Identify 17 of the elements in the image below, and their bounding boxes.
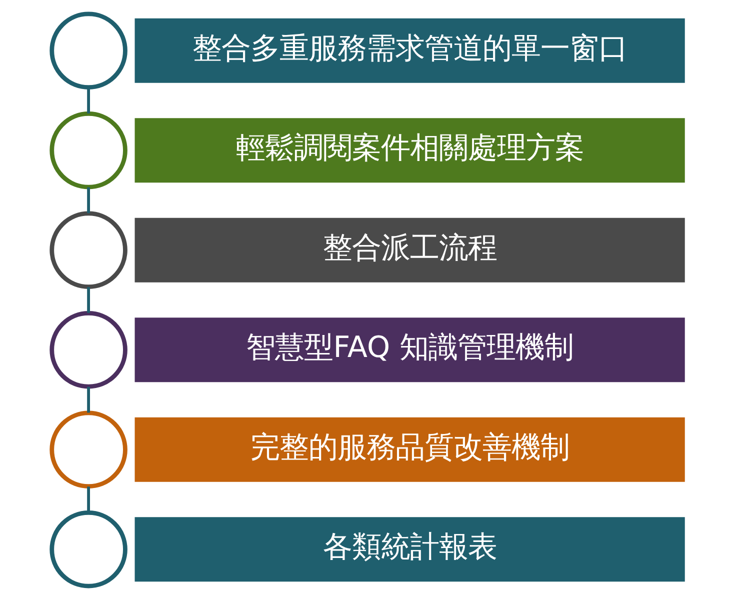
node-circle (50, 12, 128, 90)
connector (87, 88, 90, 114)
connector (87, 187, 90, 214)
node-circle (50, 510, 128, 588)
connector (87, 486, 90, 512)
node-circle (50, 112, 128, 190)
node-box: 整合派工流程 (134, 218, 685, 282)
node-box: 智慧型FAQ 知識管理機制 (134, 318, 685, 382)
node-circle (50, 410, 128, 488)
node-circle (50, 211, 128, 289)
connector (87, 287, 90, 313)
node-box: 各類統計報表 (134, 517, 685, 582)
node-box: 完整的服務品質改善機制 (134, 417, 685, 482)
connector (87, 386, 90, 413)
node-circle (50, 311, 128, 389)
node-box: 整合多重服務需求管道的單一窗口 (134, 18, 685, 83)
node-box: 輕鬆調閱案件相關處理方案 (134, 118, 685, 183)
